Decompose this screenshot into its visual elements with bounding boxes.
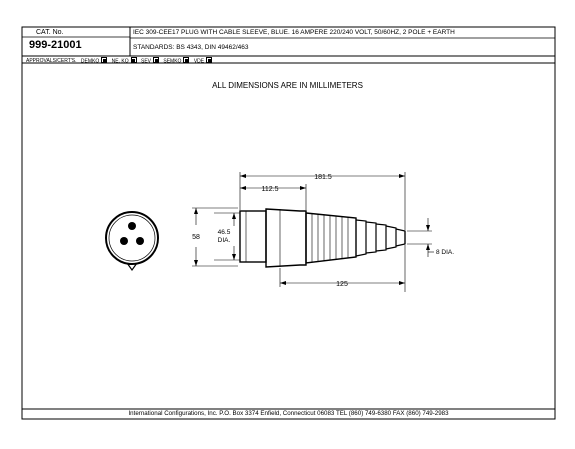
dimension-arrows <box>194 174 430 285</box>
keyway <box>126 262 138 272</box>
checkbox-icon <box>153 57 159 63</box>
checkbox-icon <box>183 57 190 63</box>
approval-semko: SEMKO <box>163 57 190 65</box>
cat-label: CAT. No. <box>36 29 64 36</box>
cat-number: 999-21001 <box>29 39 82 51</box>
dim-height-label: 58 <box>192 234 200 241</box>
product-description: IEC 309-CEE17 PLUG WITH CABLE SLEEVE, BL… <box>133 29 455 36</box>
pole-pin <box>136 237 144 245</box>
standards: STANDARDS: BS 4343, DIN 49462/463 <box>133 44 249 51</box>
earth-pin <box>128 222 136 230</box>
footer-company: International Configurations, Inc. P.O. … <box>128 410 449 417</box>
approval-vde: VDE <box>193 57 213 65</box>
approvals-label: APPROVALS/CERT'S. <box>26 58 77 65</box>
dim-overall-label: 181.5 <box>314 174 332 181</box>
approval-label: VDE <box>193 58 205 65</box>
side-view <box>239 208 406 268</box>
dim-face-diameter-unit: DIA. <box>218 237 231 244</box>
dim-cable-diameter-label: 8 DIA. <box>436 249 454 256</box>
approval-neko: NE. KO <box>111 57 137 65</box>
approval-sev: SEV <box>140 57 159 65</box>
dim-body-label: 112.5 <box>262 186 279 193</box>
checkbox-icon <box>130 57 137 63</box>
approval-label: NE. KO <box>111 58 129 65</box>
approval-label: DEMKO <box>80 58 100 65</box>
checkbox-icon <box>206 57 213 63</box>
approval-label: SEV <box>140 58 151 65</box>
approvals-row: APPROVALS/CERT'S. DEMKO NE. KO SEV SEMKO… <box>26 57 215 65</box>
approval-demko: DEMKO <box>80 57 108 65</box>
dimensions-note: ALL DIMENSIONS ARE IN MILLIMETERS <box>212 81 363 90</box>
pole-pin <box>120 237 128 245</box>
front-view <box>105 211 159 272</box>
dimension-lines <box>192 172 434 292</box>
checkbox-icon <box>101 57 108 63</box>
dim-face-diameter-label: 46.5 <box>218 229 231 236</box>
approval-label: SEMKO <box>163 58 182 65</box>
dim-cable-length-label: 125 <box>336 281 348 288</box>
